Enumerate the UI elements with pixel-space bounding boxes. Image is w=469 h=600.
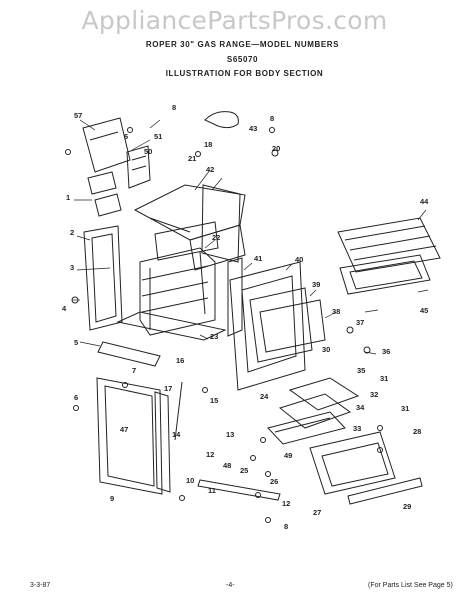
part-callout-17: 17 [164, 384, 172, 393]
part-callout-1: 1 [66, 193, 70, 202]
model-number: S65070 [226, 55, 259, 64]
part-callout-25: 25 [240, 466, 248, 475]
part-callout-12: 12 [282, 499, 290, 508]
part-callout-39: 39 [312, 280, 320, 289]
oven-door-part [96, 377, 163, 495]
part-callout-34: 34 [356, 403, 365, 412]
base-pan-part [116, 311, 227, 341]
part-callout-13: 13 [226, 430, 234, 439]
broiler-drawer-part [309, 431, 396, 495]
part-callout-15: 15 [210, 396, 218, 405]
left-side-panel-part [83, 225, 123, 331]
part-callout-45: 45 [420, 306, 428, 315]
part-callout-28: 28 [413, 427, 421, 436]
part-callout-48: 48 [223, 461, 231, 470]
right-side-panel-part [227, 257, 243, 337]
bracket-part [87, 171, 122, 217]
part-callout-14: 14 [172, 430, 181, 439]
part-callout-29: 29 [403, 502, 411, 511]
part-callout-27: 27 [313, 508, 321, 517]
model-title: ROPER 30" GAS RANGE—MODEL NUMBERS [145, 40, 340, 49]
part-callout-41: 41 [254, 254, 262, 263]
part-callout-6: 6 [74, 393, 78, 402]
part-callout-57: 57 [74, 111, 82, 120]
door-gasket-part [249, 287, 326, 363]
site-watermark: AppliancePartsPros.com [81, 6, 388, 35]
part-callout-8: 8 [270, 114, 274, 123]
part-callout-33: 33 [353, 424, 361, 433]
leader-lines [72, 119, 429, 355]
part-callout-16: 16 [176, 356, 184, 365]
part-callout-3: 3 [70, 263, 74, 272]
section-title: ILLUSTRATION FOR BODY SECTION [165, 69, 324, 78]
oven-liner-part [139, 247, 216, 336]
hardware-parts [65, 111, 383, 523]
part-callout-6: 6 [124, 132, 128, 141]
part-callout-22: 22 [212, 233, 220, 242]
part-callout-40: 40 [295, 255, 303, 264]
part-callout-35: 35 [357, 366, 365, 375]
part-callout-4: 4 [62, 304, 67, 313]
part-callout-31: 31 [380, 374, 388, 383]
part-callout-12: 12 [206, 450, 214, 459]
part-callout-36: 36 [382, 347, 390, 356]
footer-date: 3-3-87 [30, 582, 51, 589]
page-number: -4- [226, 582, 235, 589]
vent-bracket-part [126, 145, 151, 189]
part-callout-31: 31 [401, 404, 409, 413]
parts-list-note: (For Parts List See Page 5) [368, 582, 453, 589]
insulation-part [154, 221, 219, 261]
part-callout-47: 47 [120, 425, 128, 434]
kick-plate-part [97, 341, 161, 367]
part-callout-5: 5 [74, 338, 78, 347]
back-panel-part [82, 117, 131, 173]
part-callout-51: 51 [154, 132, 162, 141]
oven-frame-part [229, 261, 306, 391]
part-callout-10: 10 [186, 476, 194, 485]
lower-trim-part [197, 479, 281, 501]
oven-rack-part [337, 217, 441, 273]
part-callout-42: 42 [206, 165, 214, 174]
part-callout-7: 7 [132, 366, 136, 375]
part-callout-43: 43 [249, 124, 257, 133]
part-callout-37: 37 [356, 318, 364, 327]
drawer-rail-part [347, 477, 423, 505]
part-callout-8: 8 [284, 522, 288, 531]
part-callout-2: 2 [70, 228, 74, 237]
part-callout-49: 49 [284, 451, 292, 460]
backguard-part [201, 184, 241, 263]
part-callout-32: 32 [370, 390, 378, 399]
part-callout-38: 38 [332, 307, 340, 316]
door-trim-part [154, 381, 183, 493]
broiler-pan-part [339, 254, 431, 295]
part-callout-8: 8 [172, 103, 176, 112]
part-callout-21: 21 [188, 154, 196, 163]
cooktop-top-part [133, 184, 246, 271]
part-callout-24: 24 [260, 392, 269, 401]
part-callout-30: 30 [322, 345, 330, 354]
part-callout-18: 18 [204, 140, 212, 149]
part-callout-20: 20 [272, 144, 280, 153]
part-callout-26: 26 [270, 477, 278, 486]
part-callout-11: 11 [208, 486, 216, 495]
part-callout-9: 9 [110, 494, 114, 503]
part-callout-50: 50 [144, 147, 152, 156]
part-callout-23: 23 [210, 332, 218, 341]
burner-assembly-part [267, 377, 360, 445]
part-callout-44: 44 [420, 197, 429, 206]
